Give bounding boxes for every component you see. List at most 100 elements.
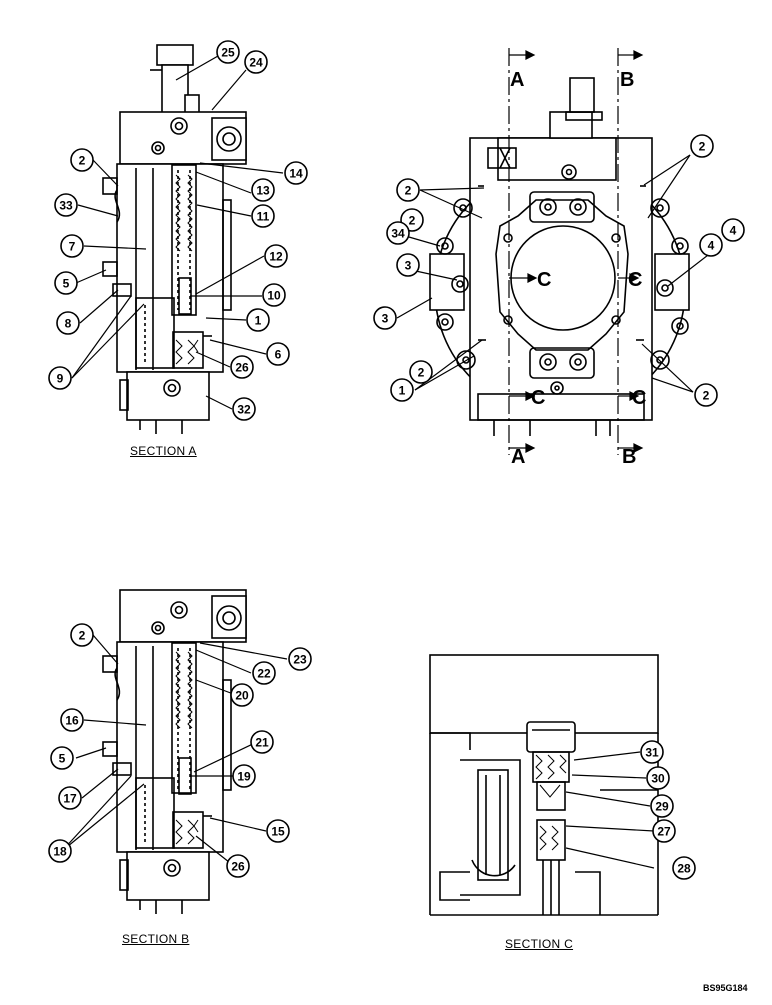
section-letter-a-bottom: A xyxy=(511,446,525,468)
callout-balloon xyxy=(266,342,290,366)
callout-number: 26 xyxy=(235,361,249,375)
callout-section-a-7: 7 xyxy=(60,234,84,258)
callout-section-c-28: 28 xyxy=(672,856,696,880)
figure-reference: BS95G184 xyxy=(703,983,748,993)
caption-section-c: SECTION C xyxy=(505,937,574,951)
callout-section-a-33: 33 xyxy=(54,193,78,217)
section-letter-a-top: A xyxy=(510,69,524,91)
callout-balloon xyxy=(284,161,308,185)
callout-balloon xyxy=(251,204,275,228)
callout-number: 1 xyxy=(255,314,262,328)
callout-balloon xyxy=(216,40,240,64)
callout-balloon xyxy=(48,839,72,863)
callout-section-a-32: 32 xyxy=(232,397,256,421)
callout-number: 12 xyxy=(269,250,283,264)
caption-section-b: SECTION B xyxy=(122,932,190,946)
callout-section-a-12: 12 xyxy=(264,244,288,268)
callout-section-a-10: 10 xyxy=(262,283,286,307)
callout-section-a-14: 14 xyxy=(284,161,308,185)
callout-balloon xyxy=(373,306,397,330)
callout-number: 11 xyxy=(257,210,270,224)
callout-balloon xyxy=(386,221,410,245)
callout-top-view-2: 2 xyxy=(409,360,433,384)
callout-number: 23 xyxy=(293,653,307,667)
section-letter-c-bottom-left: C xyxy=(531,387,545,409)
callout-balloon xyxy=(226,854,250,878)
callout-section-b-23: 23 xyxy=(288,647,312,671)
callout-number: 27 xyxy=(657,825,671,839)
callout-number: 14 xyxy=(289,167,303,181)
callout-number: 7 xyxy=(69,240,76,254)
callout-top-view-3: 3 xyxy=(373,306,397,330)
callout-section-b-17: 17 xyxy=(58,786,82,810)
callout-section-b-18: 18 xyxy=(48,839,72,863)
callout-section-b-22: 22 xyxy=(252,661,276,685)
callout-section-a-13: 13 xyxy=(251,178,275,202)
callout-balloon xyxy=(652,819,676,843)
callout-number: 2 xyxy=(418,366,425,380)
callout-number: 31 xyxy=(645,746,659,760)
callout-section-b-26: 26 xyxy=(226,854,250,878)
callout-section-a-24: 24 xyxy=(244,50,268,74)
callout-balloon xyxy=(646,766,670,790)
callout-balloon xyxy=(650,794,674,818)
callout-number: 5 xyxy=(63,277,70,291)
callout-section-a-11: 11 xyxy=(251,204,275,228)
callout-balloon xyxy=(251,178,275,202)
callout-number: 26 xyxy=(231,860,245,874)
callout-section-c-30: 30 xyxy=(646,766,670,790)
callout-balloon xyxy=(699,233,723,257)
callout-section-a-1: 1 xyxy=(246,308,270,332)
callout-balloon xyxy=(54,271,78,295)
section-cut-lines xyxy=(508,48,644,455)
callout-section-b-2: 2 xyxy=(70,623,94,647)
callout-number: 13 xyxy=(256,184,270,198)
callout-section-a-6: 6 xyxy=(266,342,290,366)
callout-top-view-2: 2 xyxy=(396,178,420,202)
section-c-drawing xyxy=(429,654,659,916)
callout-section-a-8: 8 xyxy=(56,311,80,335)
callout-number: 16 xyxy=(65,714,79,728)
callout-number: 9 xyxy=(57,372,64,386)
callout-number: 24 xyxy=(249,56,263,70)
callout-number: 2 xyxy=(409,214,416,228)
callout-balloon xyxy=(56,311,80,335)
callout-section-a-25: 25 xyxy=(216,40,240,64)
callout-section-c-29: 29 xyxy=(650,794,674,818)
callout-balloon xyxy=(54,193,78,217)
callout-balloon xyxy=(640,740,664,764)
callout-section-b-19: 19 xyxy=(232,764,256,788)
section-letter-b-top: B xyxy=(620,69,634,91)
callout-balloon xyxy=(266,819,290,843)
callout-balloon xyxy=(694,383,718,407)
callout-section-b-20: 20 xyxy=(230,683,254,707)
section-b-leaders xyxy=(61,634,288,867)
callout-number: 3 xyxy=(382,312,389,326)
callout-section-c-31: 31 xyxy=(640,740,664,764)
section-c-leaders xyxy=(565,751,655,869)
callout-number: 32 xyxy=(237,403,251,417)
callout-balloon xyxy=(252,661,276,685)
callout-number: 2 xyxy=(699,140,706,154)
callout-section-a-9: 9 xyxy=(48,366,72,390)
callout-section-a-2: 2 xyxy=(70,148,94,172)
callout-balloon xyxy=(70,148,94,172)
callout-top-view-1: 1 xyxy=(390,378,414,402)
callout-layer: 2524214133311712510186926322223434431222… xyxy=(48,40,745,880)
callout-number: 22 xyxy=(257,667,271,681)
callout-number: 34 xyxy=(391,227,405,241)
callout-top-view-4: 4 xyxy=(721,218,745,242)
callout-top-view-3: 3 xyxy=(396,253,420,277)
callout-balloon xyxy=(58,786,82,810)
callout-balloon xyxy=(230,683,254,707)
callout-balloon xyxy=(232,764,256,788)
section-letter-c-right: C xyxy=(628,269,642,291)
callout-section-a-26: 26 xyxy=(230,355,254,379)
section-letter-c-bottom-right: C xyxy=(632,387,646,409)
callout-balloon xyxy=(70,623,94,647)
callout-number: 18 xyxy=(53,845,67,859)
callout-balloon xyxy=(230,355,254,379)
callout-number: 2 xyxy=(703,389,710,403)
callout-balloon xyxy=(690,134,714,158)
callout-balloon xyxy=(50,746,74,770)
